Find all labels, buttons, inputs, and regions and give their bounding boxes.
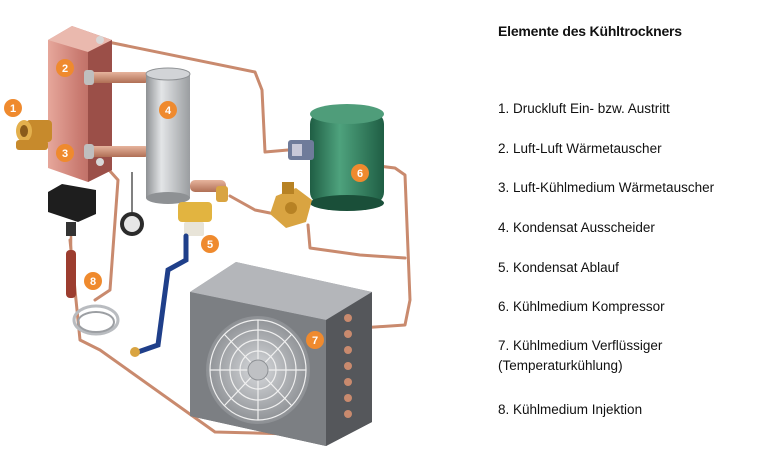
injection-valve xyxy=(270,182,312,228)
badge-8: 8 xyxy=(84,272,102,290)
legend-title: Elemente des Kühltrockners xyxy=(498,23,682,39)
badge-3-label: 3 xyxy=(62,148,68,160)
legend-item-8: 8. Kühlmedium Injektion xyxy=(498,402,643,417)
badge-8-label: 8 xyxy=(90,276,96,288)
badge-4-label: 4 xyxy=(165,105,172,117)
legend-item-7-line1: 7. Kühlmedium Verflüssiger xyxy=(498,338,663,353)
compressor xyxy=(288,104,384,211)
condenser xyxy=(190,262,372,446)
badge-1: 1 xyxy=(4,99,22,117)
badge-6-label: 6 xyxy=(357,168,363,180)
badge-2: 2 xyxy=(56,59,74,77)
legend-item-2: 2. Luft-Luft Wärmetauscher xyxy=(498,141,662,156)
badge-3: 3 xyxy=(56,144,74,162)
exchanger-pipes xyxy=(84,70,150,159)
badge-7-label: 7 xyxy=(312,335,318,347)
legend-item-6: 6. Kühlmedium Kompressor xyxy=(498,299,665,314)
heat-exchanger xyxy=(48,26,112,182)
condensate-separator xyxy=(120,67,228,236)
refrigeration-dryer-diagram: 1 2 3 4 5 6 7 8 xyxy=(4,26,412,446)
condensate-drain xyxy=(130,202,212,357)
badge-5-label: 5 xyxy=(207,239,213,251)
legend-item-1: 1. Druckluft Ein- bzw. Austritt xyxy=(498,101,670,116)
air-inlet-outlet xyxy=(16,120,52,150)
legend-item-5: 5. Kondensat Ablauf xyxy=(498,260,619,275)
refrigerant-injection xyxy=(48,184,120,336)
condenser-coil-bends xyxy=(344,314,352,418)
legend-item-7-line2: (Temperaturkühlung) xyxy=(498,358,623,373)
badge-4: 4 xyxy=(159,101,177,119)
badge-6: 6 xyxy=(351,164,369,182)
legend-item-7: 7. Kühlmedium Verflüssiger (Temperaturkü… xyxy=(498,336,662,376)
fan-guard xyxy=(209,319,307,421)
legend-item-3: 3. Luft-Kühlmedium Wärmetauscher xyxy=(498,180,715,195)
badge-7: 7 xyxy=(306,331,324,349)
badge-2-label: 2 xyxy=(62,63,68,75)
badge-5: 5 xyxy=(201,235,219,253)
badge-1-label: 1 xyxy=(10,103,16,115)
legend-item-4: 4. Kondensat Ausscheider xyxy=(498,220,655,235)
